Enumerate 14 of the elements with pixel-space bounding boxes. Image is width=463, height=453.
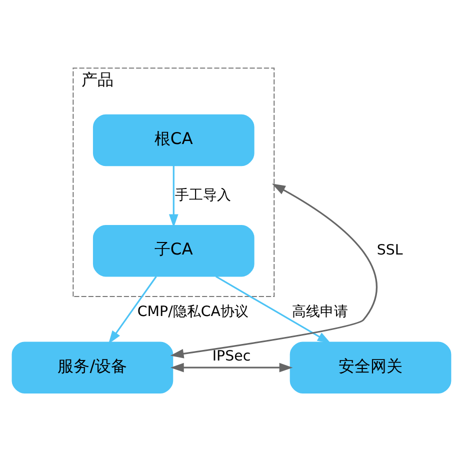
arrow	[170, 362, 293, 372]
edge-label: SSL	[376, 242, 403, 259]
edge-label: 高线申请	[292, 304, 348, 320]
node-box: 安全网关	[290, 342, 452, 394]
node-box: 子CA	[92, 224, 254, 277]
arrow	[168, 166, 178, 228]
node-box: 服务/设备	[12, 342, 174, 394]
arrow	[108, 276, 157, 344]
edge-label: IPSec	[212, 348, 251, 365]
arrow	[215, 276, 331, 344]
edge-label: 手工导入	[175, 187, 232, 204]
node-box: 根CA	[92, 114, 254, 166]
arrow	[170, 184, 378, 358]
edge-label: CMP/隐私CA协议	[137, 304, 248, 320]
